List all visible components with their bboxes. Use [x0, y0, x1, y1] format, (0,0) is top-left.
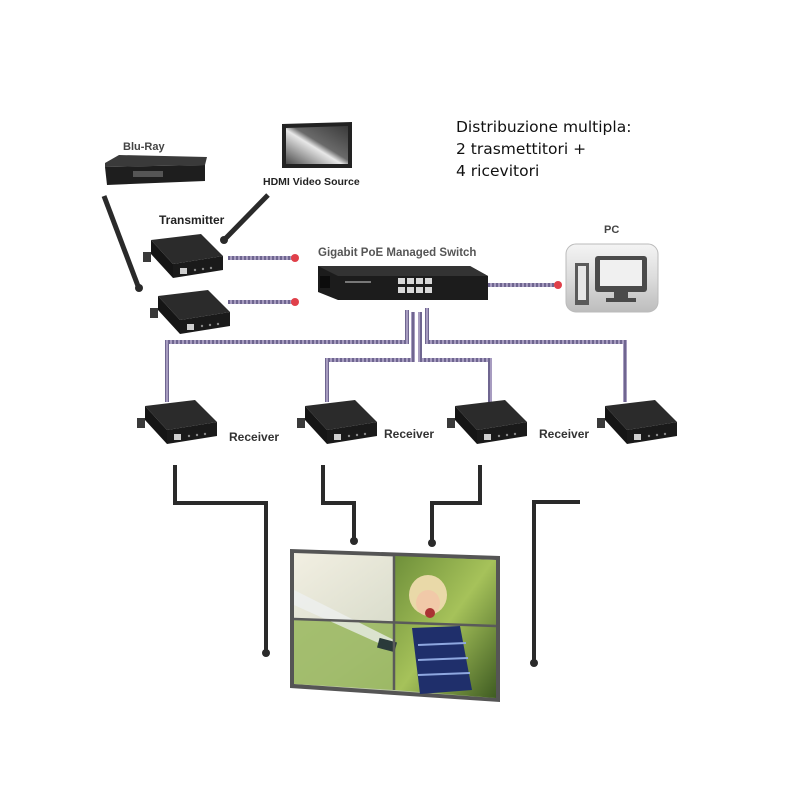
receiver-label-2: Receiver — [384, 427, 435, 441]
ethernet-cables-transmitters — [228, 254, 562, 306]
receiver-3 — [447, 400, 527, 444]
receiver-label-1: Receiver — [229, 430, 280, 444]
cable-video-source-to-transmitter — [224, 193, 270, 240]
cable-bluray-to-transmitter — [101, 195, 141, 287]
cable-receiver-1-to-wall — [173, 465, 268, 652]
diagram-title: Distribuzione multipla: 2 trasmettitori … — [456, 116, 631, 182]
bluray-label: Blu-Ray — [123, 141, 165, 153]
cable-receiver-4-to-wall — [532, 500, 580, 662]
transmitter-2 — [150, 290, 230, 334]
network-switch-icon — [318, 266, 488, 300]
cable-tx1-to-switch — [228, 256, 294, 260]
connector-dot — [428, 539, 436, 547]
video-wall-icon — [290, 549, 500, 702]
cable-to-receiver-2 — [325, 358, 415, 362]
receiver-label-3: Receiver — [539, 427, 590, 441]
bluray-player-icon — [105, 155, 207, 185]
cable-tx2-to-switch — [228, 300, 294, 304]
cable-seg — [165, 340, 169, 402]
connector-dot-red — [291, 298, 299, 306]
cable-seg — [405, 310, 409, 342]
cable-seg — [488, 358, 492, 402]
cable-seg — [425, 308, 429, 344]
connector-dot — [262, 649, 270, 657]
receiver-1 — [137, 400, 217, 444]
ethernet-cables-receivers — [165, 308, 627, 402]
monitor-icon — [282, 122, 352, 168]
title-line-1: Distribuzione multipla: — [456, 118, 632, 136]
cable-to-receiver-4 — [425, 340, 625, 344]
cable-seg — [325, 358, 329, 402]
hdmi-cables-sources — [101, 193, 270, 292]
desktop-pc-icon — [565, 243, 659, 313]
transmitter-label: Transmitter — [159, 213, 225, 227]
cable-receiver-3-to-wall — [430, 465, 482, 542]
cable-seg — [418, 312, 422, 362]
wall-connector-dots — [262, 537, 538, 667]
video-source-label: HDMI Video Source — [263, 176, 360, 188]
receiver-4 — [597, 400, 677, 444]
receiver-2 — [297, 400, 377, 444]
pc-label: PC — [604, 224, 620, 236]
cable-switch-to-pc — [488, 283, 558, 287]
connector-dot — [135, 284, 143, 292]
cable-seg — [411, 312, 415, 362]
switch-ports — [398, 278, 432, 293]
cable-to-receiver-1 — [165, 340, 409, 344]
hdmi-cables-video-wall — [173, 465, 580, 662]
title-line-3: 4 ricevitori — [456, 162, 540, 180]
wall-divider-h — [293, 617, 497, 628]
switch-label: Gigabit PoE Managed Switch — [318, 247, 477, 259]
cable-to-receiver-3 — [418, 358, 490, 362]
connector-dot — [220, 236, 228, 244]
connector-dot-red — [554, 281, 562, 289]
cable-receiver-2-to-wall — [321, 465, 356, 540]
connector-dot — [350, 537, 358, 545]
title-line-2: 2 trasmettitori + — [456, 140, 587, 158]
connector-dot — [530, 659, 538, 667]
connector-dot-red — [291, 254, 299, 262]
cable-seg — [623, 340, 627, 402]
transmitter-1 — [143, 234, 223, 278]
